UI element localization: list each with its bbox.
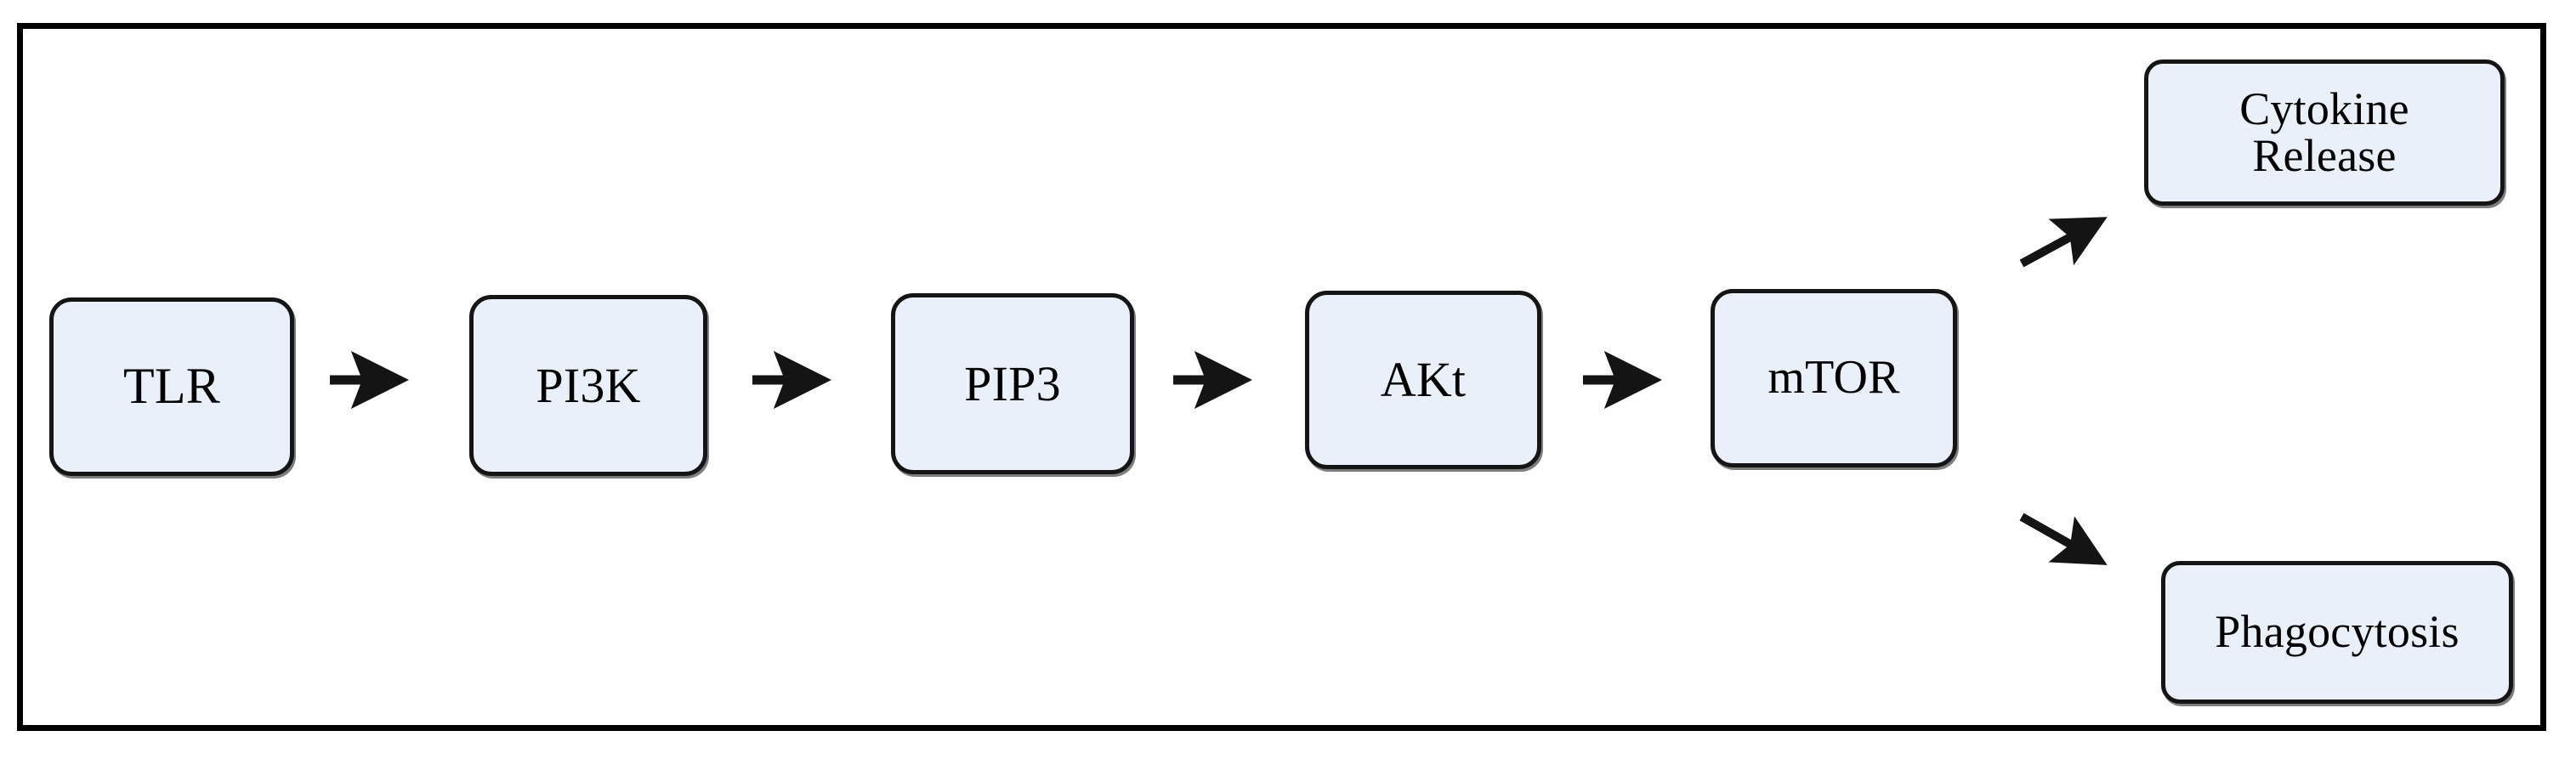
node-tlr[interactable]: TLR: [49, 297, 294, 476]
node-mtor[interactable]: mTOR: [1711, 289, 1957, 467]
node-akt-label: AKt: [1380, 352, 1467, 408]
node-akt[interactable]: AKt: [1305, 291, 1541, 469]
node-cytokine-release[interactable]: Cytokine Release: [2144, 59, 2505, 206]
node-tlr-label: TLR: [123, 358, 220, 415]
node-pip3[interactable]: PIP3: [891, 293, 1134, 474]
node-cytokine-release-label: Cytokine Release: [2239, 82, 2409, 181]
node-pi3k-label: PI3K: [536, 357, 641, 413]
node-pip3-label: PIP3: [964, 355, 1061, 411]
diagram-outer-frame: [17, 23, 2546, 731]
node-phagocytosis[interactable]: Phagocytosis: [2161, 561, 2513, 704]
node-phagocytosis-label: Phagocytosis: [2215, 606, 2460, 658]
node-pi3k[interactable]: PI3K: [469, 295, 707, 476]
node-mtor-label: mTOR: [1767, 351, 1900, 405]
